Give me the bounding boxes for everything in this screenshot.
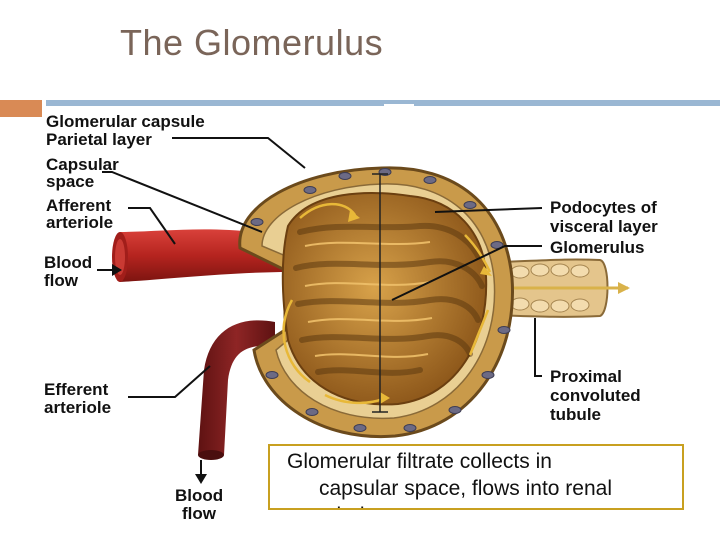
accent-bar-gap bbox=[384, 104, 414, 116]
label-blood-flow-in-line1: Blood bbox=[44, 253, 92, 272]
label-podocytes-line1: Podocytes of bbox=[550, 198, 657, 217]
efferent-arteriole bbox=[198, 320, 275, 460]
label-blood-flow-out-line2: flow bbox=[182, 504, 217, 523]
slide-title: The Glomerulus bbox=[120, 22, 384, 63]
leader-lines bbox=[102, 137, 543, 398]
flow-arrowheads bbox=[348, 210, 492, 404]
label-capsular-space-line2: space bbox=[46, 172, 94, 191]
caption-line2: capsular space, flows into renal bbox=[319, 477, 612, 500]
label-proximal-line2: convoluted bbox=[550, 386, 641, 405]
caption-line1: Glomerular filtrate collects in bbox=[287, 450, 552, 473]
label-podocytes-line2: visceral layer bbox=[550, 217, 658, 236]
proximal-tubule bbox=[491, 258, 630, 318]
label-efferent-line2: arteriole bbox=[44, 398, 111, 417]
glomerulus-bracket bbox=[372, 173, 388, 413]
label-efferent-line1: Efferent bbox=[44, 380, 109, 399]
blood-flow-out-arrow bbox=[195, 460, 207, 484]
label-blood-flow-out-line1: Blood bbox=[175, 486, 223, 505]
label-afferent-line2: arteriole bbox=[46, 213, 113, 232]
caption-line3: tubule bbox=[287, 502, 668, 508]
title-accent-bar-orange bbox=[0, 100, 42, 117]
caption-box: Glomerular filtrate collects in capsular… bbox=[268, 444, 684, 510]
label-parietal-layer: Parietal layer bbox=[46, 130, 152, 149]
label-proximal-line1: Proximal bbox=[550, 367, 622, 386]
label-glomerulus: Glomerulus bbox=[550, 238, 644, 257]
label-glomerular-capsule: Glomerular capsule bbox=[46, 112, 205, 131]
title-accent-bar-blue bbox=[46, 100, 720, 106]
label-proximal-line3: tubule bbox=[550, 405, 601, 424]
blood-flow-in-arrow bbox=[97, 264, 122, 276]
glomerulus-tuft bbox=[281, 192, 488, 406]
label-blood-flow-in-line2: flow bbox=[44, 271, 79, 290]
label-afferent-line1: Afferent bbox=[46, 196, 112, 215]
label-capsular-space-line1: Capsular bbox=[46, 155, 119, 174]
